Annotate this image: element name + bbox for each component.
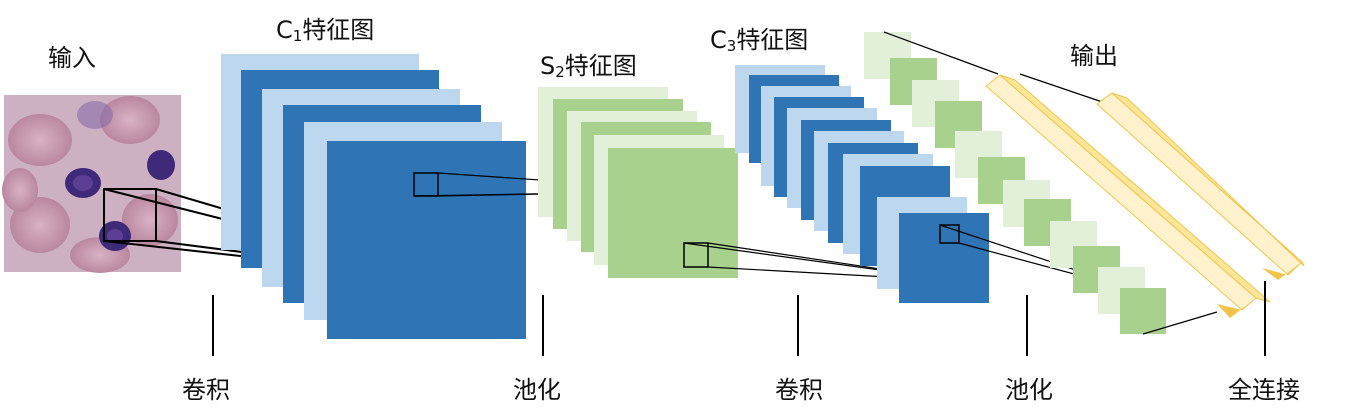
fc-layer-1 xyxy=(985,74,1271,318)
s2-feature-maps xyxy=(538,87,738,278)
c3-feature-maps xyxy=(735,65,989,303)
input-image xyxy=(2,95,181,273)
pool1-label: 池化 xyxy=(513,376,561,404)
fc-label: 全连接 xyxy=(1228,376,1300,404)
s2-title: S2特征图 xyxy=(540,52,637,81)
pool2-feature-maps xyxy=(864,32,1166,334)
input-label: 输入 xyxy=(48,44,96,72)
stage-indicator-lines xyxy=(212,281,1266,356)
output-label: 输出 xyxy=(1070,42,1118,70)
c1-title: C1特征图 xyxy=(276,16,375,45)
c1-feature-maps xyxy=(221,54,526,339)
pool2-label: 池化 xyxy=(1005,376,1053,404)
c3-title: C3特征图 xyxy=(710,26,809,55)
conv1-label: 卷积 xyxy=(182,376,230,404)
fc-layer-2 xyxy=(1096,92,1305,280)
conv2-label: 卷积 xyxy=(775,376,823,404)
